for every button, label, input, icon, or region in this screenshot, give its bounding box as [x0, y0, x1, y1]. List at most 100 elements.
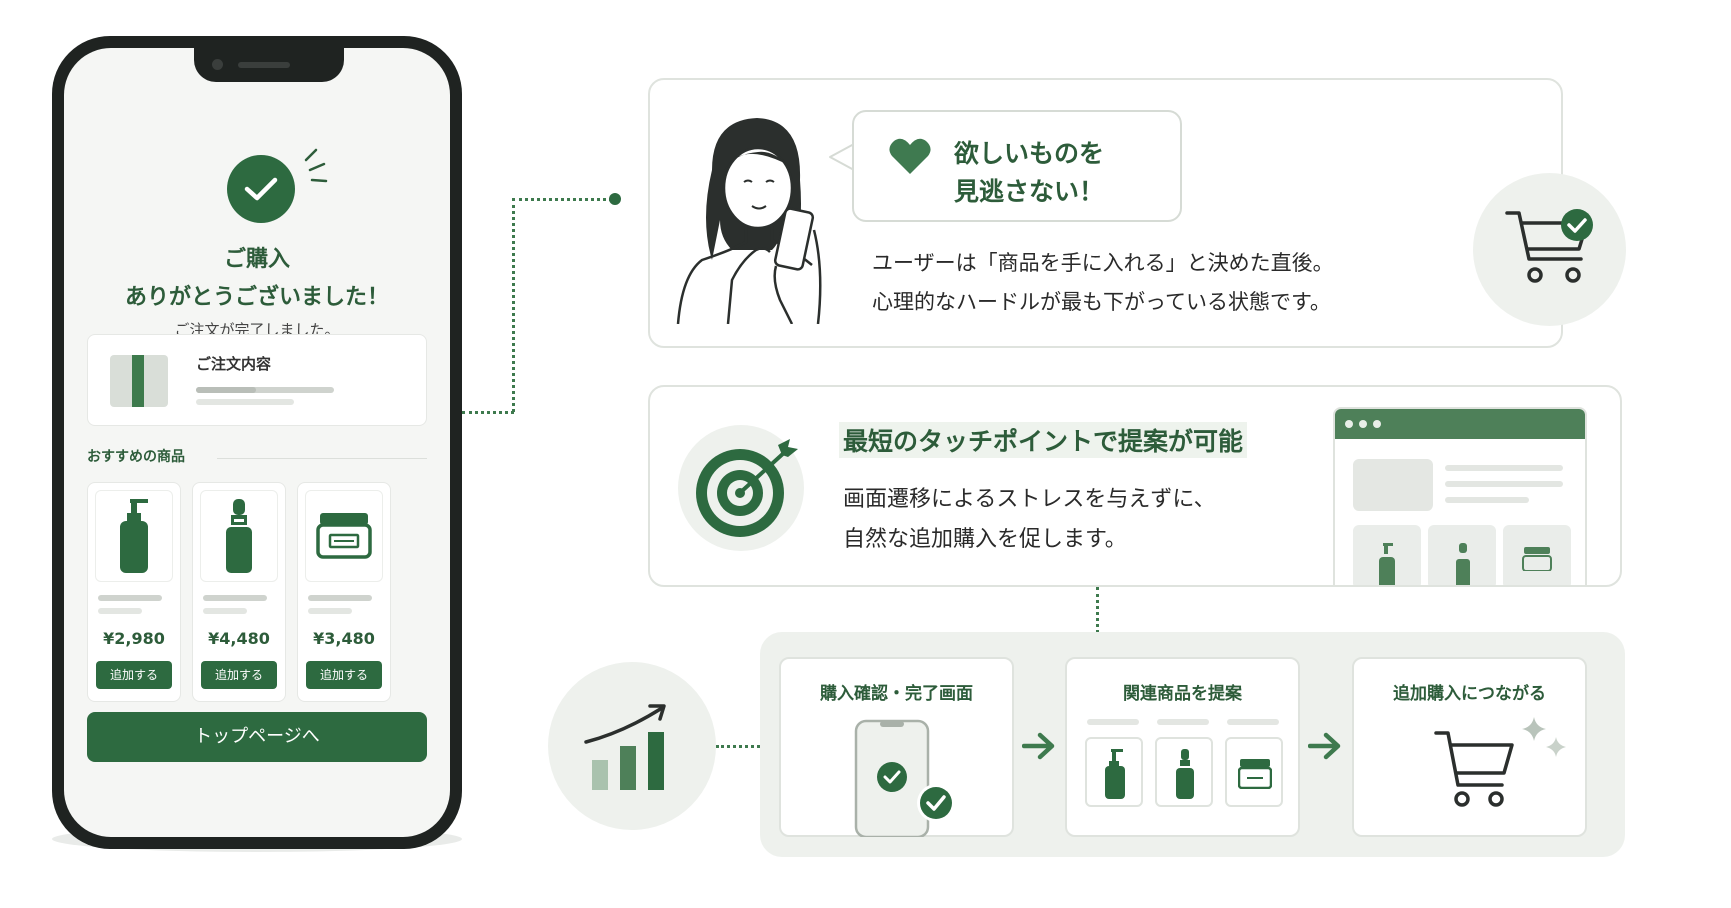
placeholder-bar: [1227, 719, 1279, 725]
phone-notch: [194, 48, 344, 82]
touchpoint-text-line1: 画面遷移によるストレスを与えずに、: [843, 487, 1216, 512]
cart-badge: [1473, 173, 1626, 326]
cream-jar-icon: [1522, 547, 1552, 571]
product-thumb: [1503, 525, 1571, 585]
flow-step-label: 購入確認・完了画面: [820, 684, 973, 704]
cream-jar-icon: [316, 513, 372, 559]
cream-jar-icon: [1238, 759, 1272, 789]
product-thumb: [1085, 737, 1143, 807]
heart-icon: [889, 138, 931, 174]
connector-dotted-line: [462, 411, 514, 414]
phone-screen: ご購入 ありがとうございました！ ご注文が完了しました。 ご注文内容 おすすめの…: [64, 48, 450, 837]
dropper-bottle-icon: [1176, 749, 1194, 799]
placeholder-bar: [1157, 719, 1209, 725]
product-card[interactable]: ¥2,980 追加する: [87, 482, 181, 702]
sparkle-icon: [1522, 717, 1566, 757]
touchpoint-card: 最短のタッチポイントで提案が可能 画面遷移によるストレスを与えずに、 自然な追加…: [648, 385, 1622, 587]
placeholder-bar: [308, 595, 372, 601]
bubble-text-line1: 欲しいものを: [954, 139, 1105, 168]
placeholder-bar: [1445, 465, 1563, 471]
success-check-icon: [227, 155, 295, 223]
product-thumb: [1225, 737, 1283, 807]
window-dot-icon: [1345, 420, 1353, 428]
product-card[interactable]: ¥3,480 追加する: [297, 482, 391, 702]
window-dot-icon: [1373, 420, 1381, 428]
product-image: [200, 490, 278, 582]
placeholder-bar: [203, 595, 267, 601]
cart-icon: [1434, 731, 1514, 807]
placeholder-bar: [196, 387, 334, 393]
placeholder-bar: [203, 608, 247, 614]
flow-step-label: 追加購入につながる: [1393, 684, 1546, 704]
window-dot-icon: [1359, 420, 1367, 428]
order-item-thumbnail: [110, 355, 168, 407]
placeholder-bar: [1087, 719, 1139, 725]
thanks-heading-line2: ありがとうございました！: [124, 285, 389, 310]
placeholder-bar: [98, 595, 162, 601]
product-price: ¥3,480: [313, 629, 375, 648]
order-summary-card[interactable]: ご注文内容: [87, 334, 427, 426]
product-thumb: [1428, 525, 1496, 585]
recommended-section-label: おすすめの商品: [87, 449, 185, 465]
order-summary-title: ご注文内容: [196, 355, 272, 373]
connector-dotted-line: [512, 198, 515, 412]
growth-chart-icon: [584, 704, 666, 790]
growth-badge: [548, 662, 716, 830]
touchpoint-title: 最短のタッチポイントで提案が可能: [839, 422, 1248, 458]
phone-mockup: ご購入 ありがとうございました！ ご注文が完了しました。 ご注文内容 おすすめの…: [52, 36, 462, 849]
connector-dotted-line: [716, 745, 760, 748]
psychology-text-line1: ユーザーは「商品を手に入れる」と決めた直後。: [872, 251, 1334, 275]
divider: [217, 458, 427, 459]
dropper-bottle-icon: [226, 499, 252, 573]
back-to-top-page-button[interactable]: トップページへ: [87, 712, 427, 762]
placeholder-bar: [196, 387, 256, 393]
product-price: ¥4,480: [208, 629, 270, 648]
arrow-right-icon: [1022, 732, 1055, 760]
placeholder-bar: [1445, 481, 1563, 487]
phone-check-icon: [854, 719, 955, 837]
purchase-flow-panel: 購入確認・完了画面 関連商品を提案 追加購入に: [760, 632, 1625, 857]
touchpoint-text-line2: 自然な追加購入を促します。: [843, 527, 1127, 552]
psychology-text-line2: 心理的なハードルが最も下がっている状態です。: [872, 290, 1331, 314]
product-thumb: [1353, 525, 1421, 585]
placeholder-bar: [196, 399, 294, 405]
sparkle-lines-icon: [304, 148, 328, 183]
dropper-bottle-icon: [1456, 543, 1470, 585]
placeholder-bar: [1445, 497, 1529, 503]
product-image: [95, 490, 173, 582]
pump-bottle-icon: [1105, 749, 1125, 799]
product-image: [305, 490, 383, 582]
placeholder-bar: [308, 608, 352, 614]
speech-bubble: 欲しいものを 見逃さない！: [852, 110, 1182, 222]
connector-dot: [609, 193, 621, 205]
bubble-text-line2: 見逃さない！: [954, 177, 1105, 206]
product-price: ¥2,980: [103, 629, 165, 648]
thanks-heading-line1: ご購入: [223, 247, 290, 272]
target-badge: [678, 425, 804, 551]
speaker-icon: [238, 62, 290, 68]
browser-window-illustration: [1333, 407, 1587, 587]
flow-step-purchase-complete: 購入確認・完了画面: [779, 657, 1014, 837]
camera-icon: [212, 59, 223, 70]
add-to-cart-button[interactable]: 追加する: [306, 661, 382, 689]
speech-bubble-tail: [829, 143, 855, 171]
product-card[interactable]: ¥4,480 追加する: [192, 482, 286, 702]
connector-dotted-line: [512, 198, 612, 201]
flow-step-label: 関連商品を提案: [1123, 684, 1242, 704]
add-to-cart-button[interactable]: 追加する: [96, 661, 172, 689]
woman-with-phone-illustration: [676, 118, 822, 324]
image-placeholder: [1353, 459, 1433, 511]
placeholder-bar: [98, 608, 142, 614]
psychology-card: 欲しいものを 見逃さない！ ユーザーは「商品を手に入れる」と決めた直後。 心理的…: [648, 78, 1563, 348]
pump-bottle-icon: [1379, 543, 1395, 585]
target-arrow-icon: [696, 439, 798, 537]
add-to-cart-button[interactable]: 追加する: [201, 661, 277, 689]
flow-step-suggest-related: 関連商品を提案: [1065, 657, 1300, 837]
flow-step-additional-purchase: 追加購入につながる: [1352, 657, 1587, 837]
browser-titlebar: [1335, 409, 1585, 439]
product-thumb: [1155, 737, 1213, 807]
pump-bottle-icon: [120, 499, 148, 573]
arrow-right-icon: [1308, 732, 1341, 760]
connector-dotted-line: [1096, 587, 1099, 633]
cart-check-icon: [1505, 209, 1593, 283]
